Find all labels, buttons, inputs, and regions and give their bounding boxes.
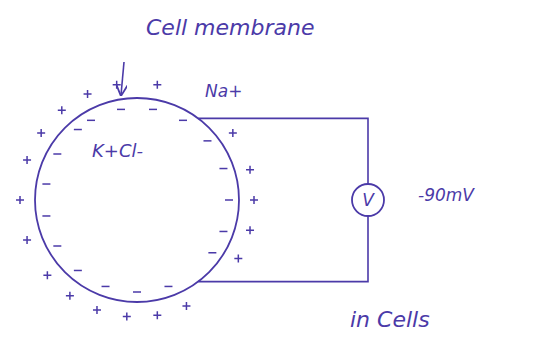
minus-charge [74,129,82,131]
plus-charge [153,311,161,319]
plus-charge [234,255,242,263]
minus-charge [74,270,82,272]
wire [198,118,368,184]
minus-charge [102,286,110,288]
membrane-label: Cell membrane [146,16,314,40]
plus-charge [23,156,31,164]
minus-charge [42,183,50,185]
minus-charge [164,286,172,288]
leader-arrow [121,62,124,95]
minus-charge [179,120,187,122]
plus-charge [153,81,161,89]
charge-signs [16,81,258,321]
minus-charge [117,109,125,111]
plus-charge [58,106,66,114]
voltage-label: -90mV [418,186,474,205]
minus-charge [203,140,211,142]
meter-letter: V [362,191,374,210]
minus-charge [208,252,216,254]
minus-charge [133,291,141,293]
cell-circle: K+Cl- [34,97,240,303]
plus-charge [23,236,31,244]
plus-charge [43,271,51,279]
minus-charge [225,199,233,201]
minus-charge [149,109,157,111]
plus-charge [229,129,237,137]
plus-charge [84,90,92,98]
plus-charge [123,313,131,321]
plus-charge [246,226,254,234]
plus-charge [16,196,24,204]
minus-charge [42,215,50,217]
plus-charge [182,302,190,310]
minus-charge [53,153,61,155]
minus-charge [219,168,227,170]
plus-charge [246,166,254,174]
plus-charge [66,292,74,300]
minus-charge [87,120,95,122]
wire [198,216,368,282]
caption-fragment: in Cells [350,308,430,332]
plus-charge [113,81,121,89]
plus-charge [93,306,101,314]
minus-charge [219,231,227,233]
ion-label: K+Cl- [92,141,143,161]
minus-charge [53,245,61,247]
membrane-outline [34,97,240,303]
plus-charge [37,129,45,137]
plus-charge [250,196,258,204]
ion-label: Na+ [205,82,242,101]
voltmeter-circle: V [351,183,385,217]
